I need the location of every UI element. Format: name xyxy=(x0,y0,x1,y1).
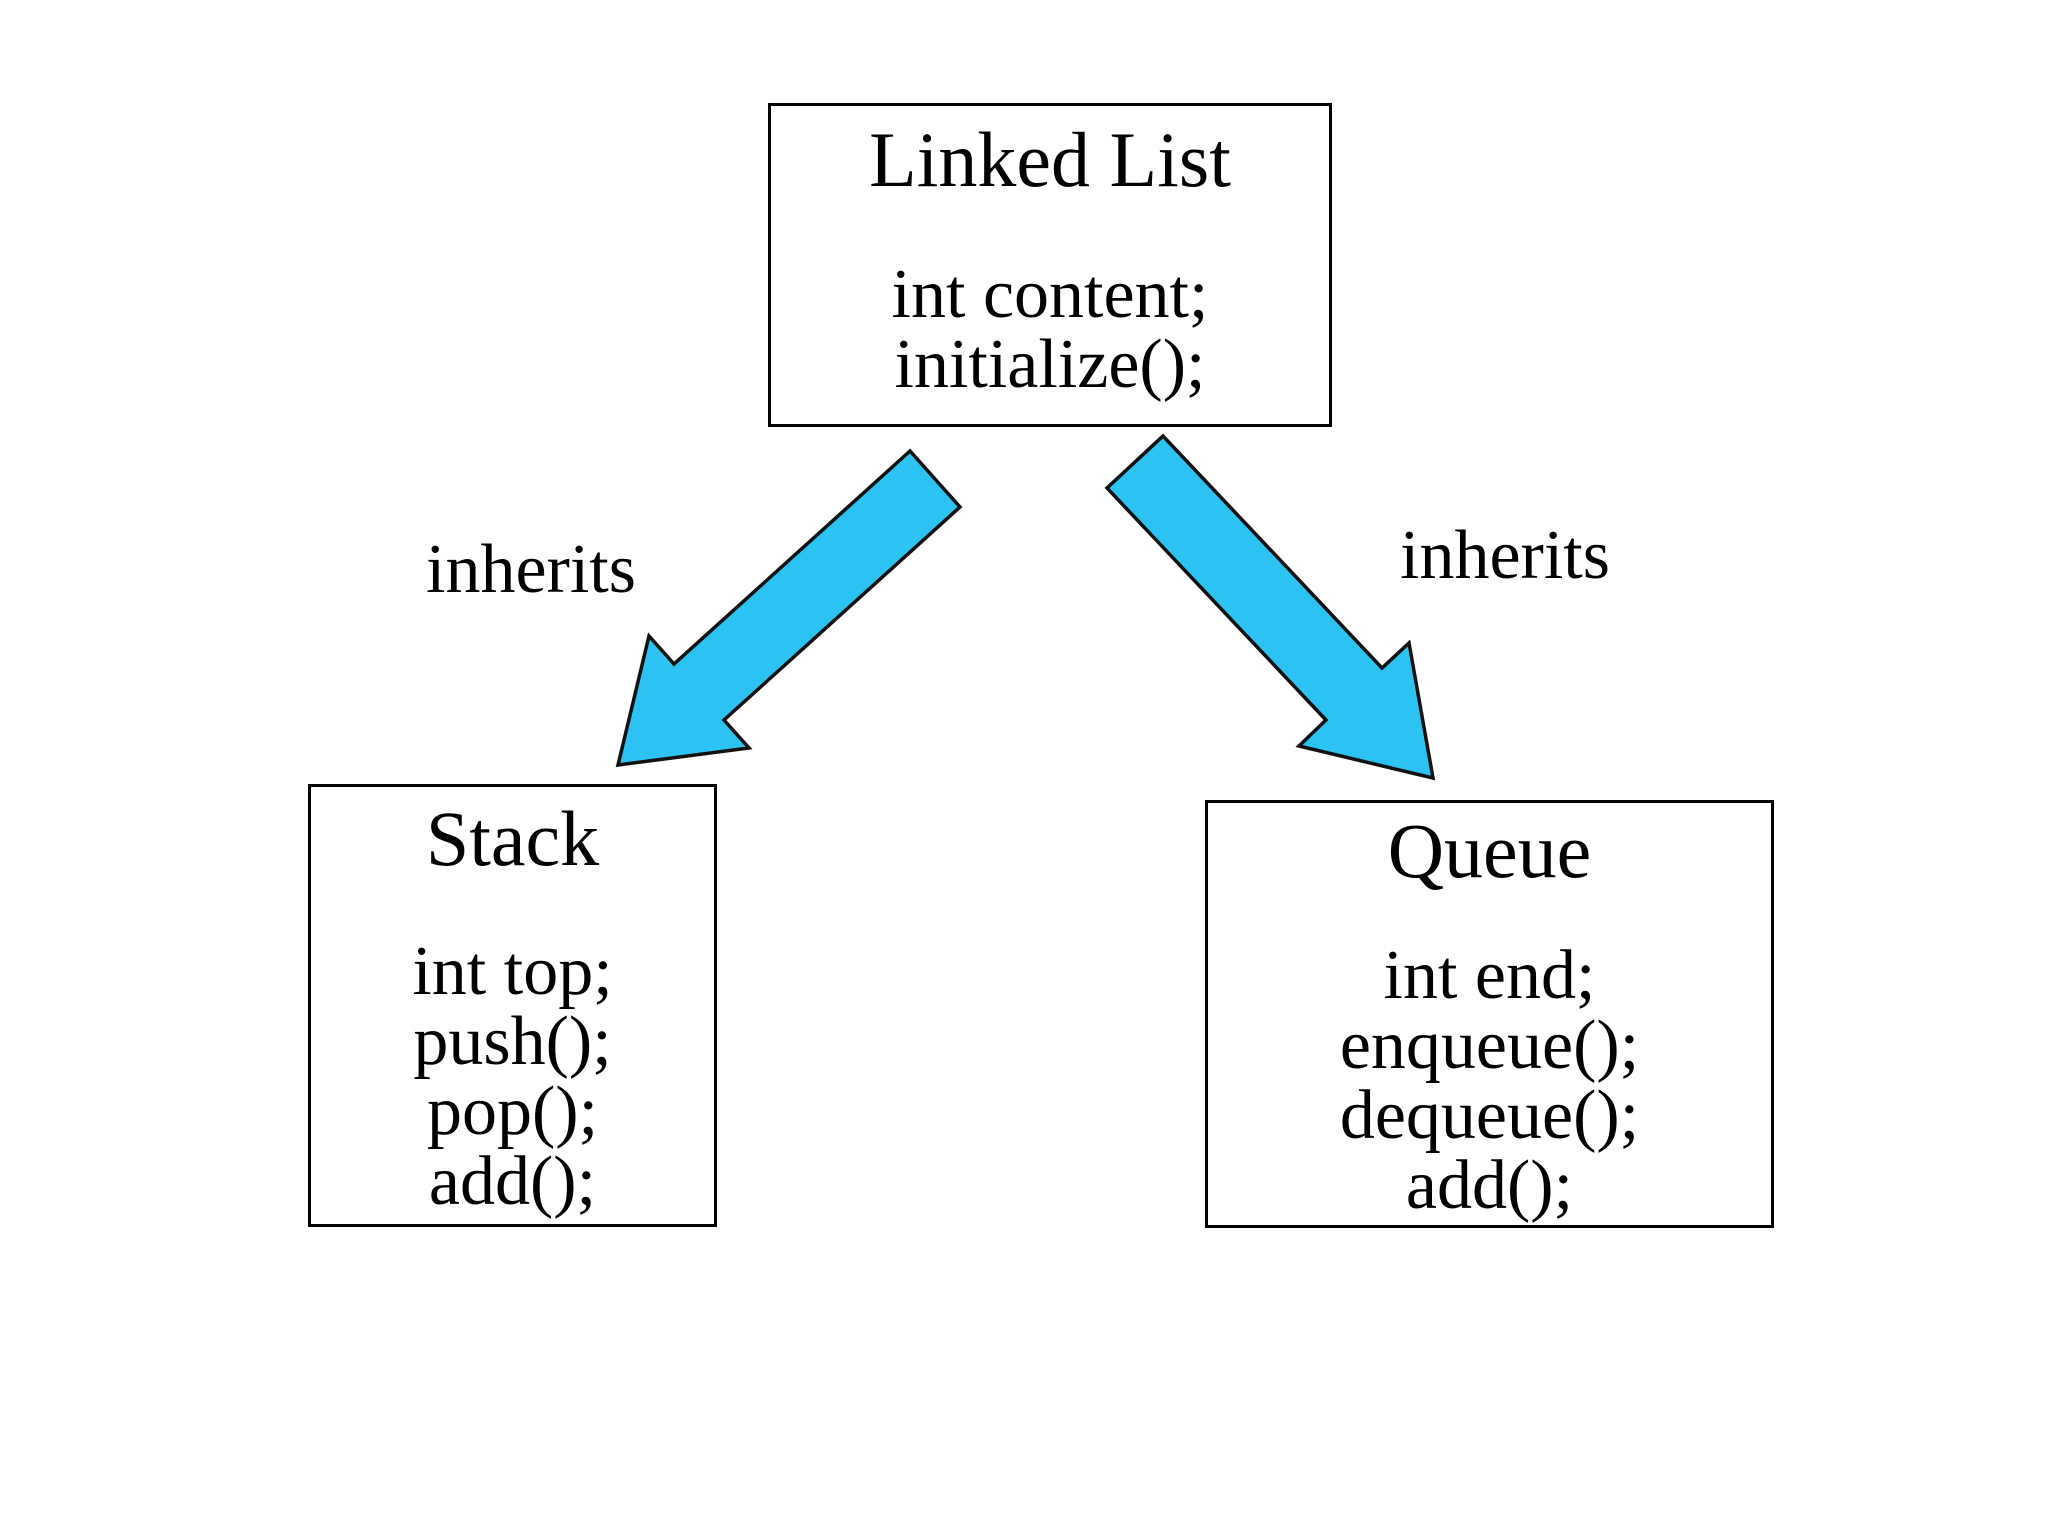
node-queue-title: Queue xyxy=(1387,807,1592,894)
inherits-arrow-left xyxy=(615,448,963,768)
inherits-label-left: inherits xyxy=(426,531,636,608)
spacer xyxy=(311,881,714,937)
node-linked-list-title: Linked List xyxy=(869,116,1231,203)
member-line: push(); xyxy=(413,1003,612,1080)
member-line: initialize(); xyxy=(894,326,1206,403)
member-line: add(); xyxy=(1405,1147,1574,1224)
member-line: int top; xyxy=(412,933,613,1010)
spacer xyxy=(1208,893,1771,941)
member-line: pop(); xyxy=(426,1073,599,1150)
member-line: int content; xyxy=(891,256,1209,333)
member-line: dequeue(); xyxy=(1339,1077,1640,1154)
node-stack-title: Stack xyxy=(425,795,600,882)
node-linked-list: Linked List int content; initialize(); xyxy=(768,103,1332,427)
inherits-label-right: inherits xyxy=(1400,517,1610,594)
inherits-arrow-right xyxy=(1104,433,1436,781)
node-stack: Stack int top; push(); pop(); add(); xyxy=(308,784,717,1227)
node-queue: Queue int end; enqueue(); dequeue(); add… xyxy=(1205,800,1774,1228)
member-line: enqueue(); xyxy=(1339,1007,1640,1084)
member-line: add(); xyxy=(428,1143,597,1220)
spacer xyxy=(771,202,1329,260)
member-line: int end; xyxy=(1383,937,1596,1014)
